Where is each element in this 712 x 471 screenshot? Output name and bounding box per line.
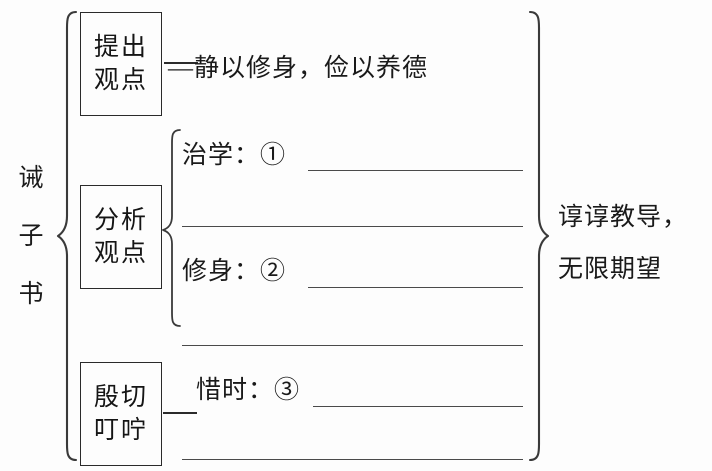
title-char-1: 诫 — [18, 165, 44, 192]
node-urge-line1: 殷切 — [93, 384, 148, 411]
node-propose-line2: 观点 — [93, 67, 148, 94]
title-char-2: 子 — [18, 223, 44, 250]
closing-brace-conclusion — [524, 10, 550, 462]
answer-blank-5[interactable] — [313, 406, 523, 407]
label-cherish-time: 惜时：③ — [196, 377, 301, 404]
answer-blank-4[interactable] — [182, 345, 523, 346]
connector-dash-urge — [163, 412, 197, 414]
conclusion-line-2: 无限期望 — [558, 256, 663, 283]
answer-blank-2[interactable] — [182, 226, 523, 227]
node-box-analyze-viewpoint: 分析 观点 — [80, 185, 162, 289]
label-study: 治学：① — [182, 142, 287, 169]
answer-blank-6[interactable] — [182, 459, 523, 460]
quote-text: —静以修身，俭以养德 — [168, 55, 429, 82]
connector-dash-propose — [164, 62, 198, 64]
answer-blank-3[interactable] — [308, 287, 523, 288]
title-char-3: 书 — [18, 281, 44, 308]
node-propose-line1: 提出 — [93, 34, 148, 61]
answer-blank-1[interactable] — [308, 170, 523, 171]
label-cultivate: 修身：② — [182, 258, 287, 285]
node-box-earnest-exhortation: 殷切 叮咛 — [80, 362, 162, 466]
conclusion-line-1: 谆谆教导， — [558, 204, 689, 231]
outer-brace — [56, 10, 80, 462]
node-analyze-line2: 观点 — [93, 240, 148, 267]
node-analyze-line1: 分析 — [93, 207, 148, 234]
node-urge-line2: 叮咛 — [93, 417, 148, 444]
conclusion-text: 谆谆教导， 无限期望 — [558, 192, 688, 296]
inner-brace-analyze — [160, 128, 184, 328]
document-title-vertical: 诫 子 书 — [8, 150, 54, 324]
node-box-propose-viewpoint: 提出 观点 — [80, 12, 162, 116]
